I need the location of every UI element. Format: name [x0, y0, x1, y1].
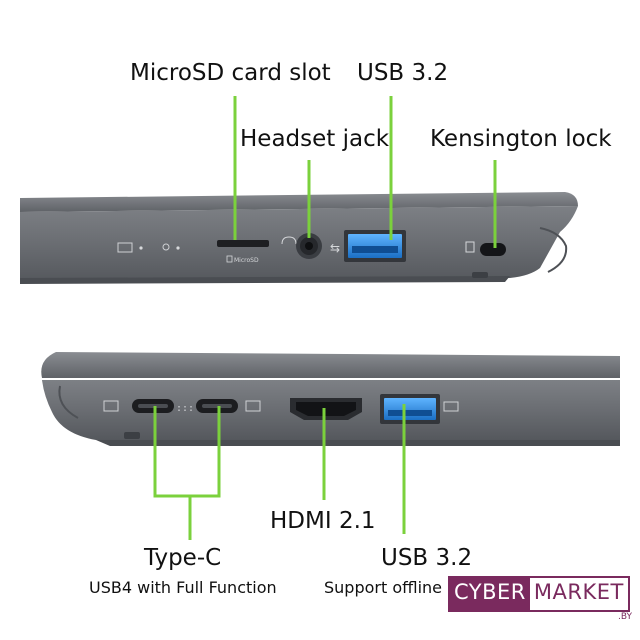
typec-port-2: :::: [176, 399, 261, 414]
cybermarket-watermark-logo: CYBER MARKET: [448, 576, 630, 612]
watermark-suffix: .BY: [618, 612, 633, 622]
label-usb-top: USB 3.2: [357, 60, 449, 86]
label-usb-bottom: USB 3.2: [381, 545, 473, 571]
label-typec: Type-C: [144, 545, 222, 571]
microsd-print: MicroSD: [234, 257, 259, 264]
top-laptop-side: MicroSD ⇆: [20, 192, 578, 284]
label-usb-bottom-sub: Support offline: [324, 578, 443, 597]
watermark-part2: MARKET: [533, 580, 624, 604]
typec-port-1: [103, 399, 174, 413]
svg-text:⇆: ⇆: [330, 241, 340, 255]
hdmi-port: [290, 398, 362, 420]
bottom-laptop-side: :::: [41, 352, 621, 446]
svg-text::::: :::: [176, 403, 194, 414]
microsd-slot: MicroSD: [217, 240, 269, 264]
watermark-part1: CYBER: [450, 578, 530, 610]
kensington-lock-slot: [465, 241, 506, 256]
headset-jack: [281, 233, 322, 259]
label-kensington-lock: Kensington lock: [430, 126, 612, 152]
usb-a-port-bottom: [380, 394, 459, 424]
label-microsd-card-slot: MicroSD card slot: [130, 60, 331, 86]
label-headset-jack: Headset jack: [240, 126, 390, 152]
callout-lines: [153, 96, 497, 540]
power-indicator-icon: [162, 243, 180, 251]
label-typec-sub: USB4 with Full Function: [89, 578, 277, 597]
label-hdmi: HDMI 2.1: [270, 508, 376, 534]
battery-indicator-icon: [117, 242, 143, 253]
